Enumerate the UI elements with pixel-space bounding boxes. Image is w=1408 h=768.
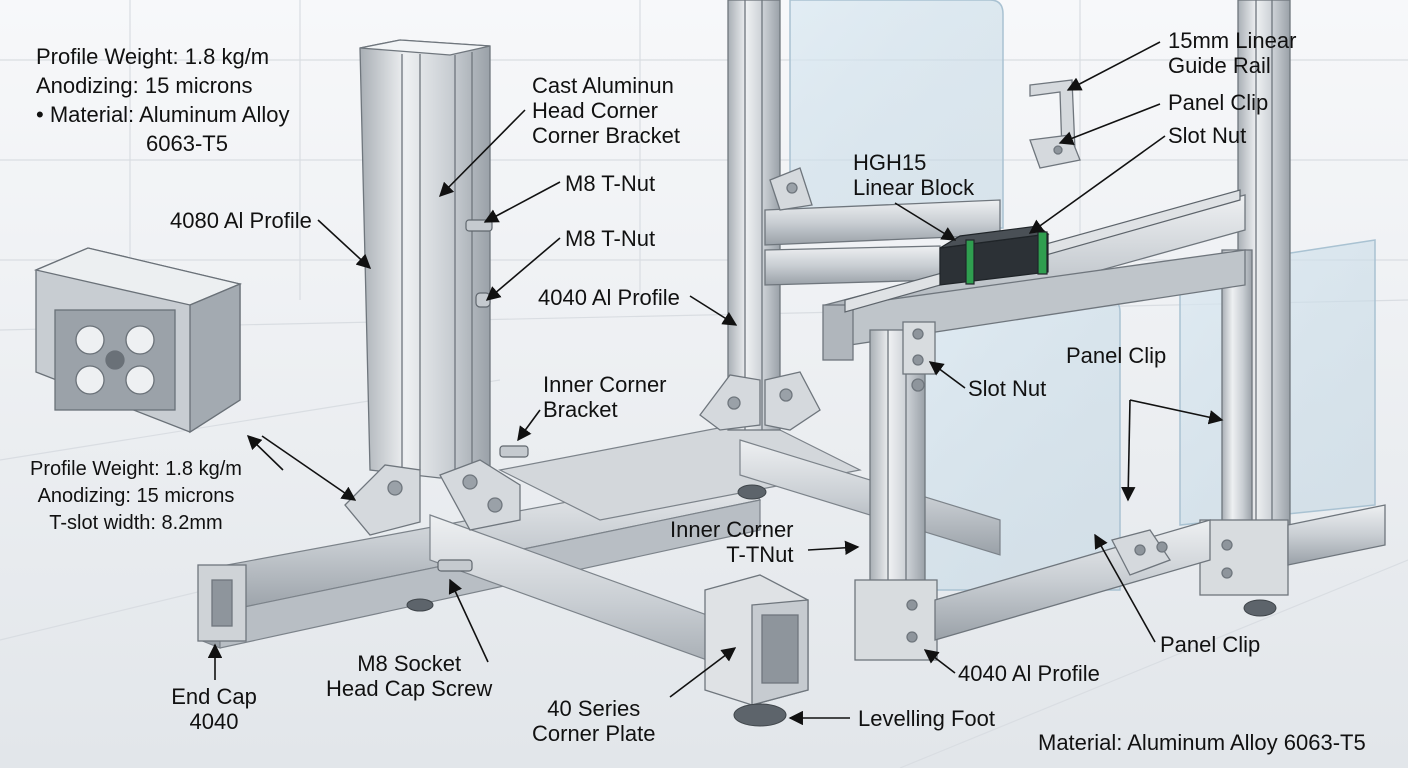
levelling-feet bbox=[406, 484, 1277, 727]
label-panel-clip-bottom: Panel Clip bbox=[1160, 632, 1261, 657]
spec-left-slot: T-slot width: 8.2mm bbox=[49, 512, 223, 534]
spec-top-material: • Material: Aluminum Alloy bbox=[36, 102, 290, 127]
floor-frame-left bbox=[199, 419, 1001, 691]
label-cast-bracket-line2: Head Corner bbox=[532, 98, 658, 123]
label-panel-clip-top: Panel Clip bbox=[1168, 90, 1269, 115]
linear-block bbox=[939, 225, 1050, 286]
post-right-front bbox=[854, 321, 938, 661]
post-4080 bbox=[359, 39, 491, 479]
label-hgh15-line1: HGH15 bbox=[853, 150, 927, 175]
label-socket-screw-line1: M8 Socket bbox=[357, 651, 462, 676]
label-inner-corner-bracket: Inner Corner Bracket bbox=[543, 372, 667, 422]
label-corner-plate-line2: Corner Plate bbox=[532, 721, 656, 746]
label-slot-nut-mid: Slot Nut bbox=[968, 376, 1047, 401]
label-inner-corner-tnut-line1: Inner Corner bbox=[670, 517, 794, 542]
label-4040-profile-mid: 4040 Al Profile bbox=[538, 285, 680, 310]
spec-top-anodizing: Anodizing: 15 microns bbox=[36, 73, 253, 98]
end-cap-shape bbox=[197, 564, 247, 642]
label-panel-clip-right: Panel Clip bbox=[1066, 343, 1167, 368]
label-4080-profile: 4080 Al Profile bbox=[170, 208, 312, 233]
label-cast-bracket-line1: Cast Aluminun bbox=[532, 73, 674, 98]
label-slot-nut-top: Slot Nut bbox=[1168, 123, 1247, 148]
label-guide-rail: 15mm Linear Guide Rail bbox=[1168, 28, 1296, 78]
spec-left-weight: Profile Weight: 1.8 kg/m bbox=[30, 458, 242, 480]
label-levelling-foot: Levelling Foot bbox=[858, 706, 995, 731]
label-socket-screw: M8 Socket Head Cap Screw bbox=[326, 651, 492, 701]
label-hgh15: HGH15 Linear Block bbox=[853, 150, 974, 200]
label-cast-bracket-line3: Corner Bracket bbox=[532, 123, 680, 148]
label-inner-corner-bracket-line2: Bracket bbox=[543, 397, 618, 422]
label-corner-plate-line1: 40 Series bbox=[547, 696, 641, 721]
posts-right bbox=[1199, 0, 1291, 596]
label-m8-tnut-b: M8 T-Nut bbox=[565, 226, 656, 251]
leader-lines bbox=[207, 41, 1224, 726]
label-inner-corner-tnut: Inner Corner T-TNut bbox=[670, 517, 794, 567]
label-end-cap: End Cap 4040 bbox=[168, 684, 260, 734]
label-inner-corner-bracket-line1: Inner Corner bbox=[543, 372, 667, 397]
label-material-footer: Material: Aluminum Alloy 6063-T5 bbox=[1038, 730, 1366, 755]
label-guide-rail-line1: 15mm Linear bbox=[1168, 28, 1297, 53]
label-4040-profile-bottom: 4040 Al Profile bbox=[958, 661, 1100, 686]
label-cast-bracket: Cast Aluminun Head Corner Corner Bracket bbox=[532, 73, 680, 148]
label-corner-plate: 40 Series Corner Plate bbox=[532, 696, 656, 746]
spec-left-anodizing: Anodizing: 15 microns bbox=[37, 485, 235, 507]
label-hgh15-line2: Linear Block bbox=[853, 175, 975, 200]
label-socket-screw-line2: Head Cap Screw bbox=[326, 676, 493, 701]
spec-top-weight: Profile Weight: 1.8 kg/m bbox=[36, 44, 270, 69]
spec-top-alloy: 6063-T5 bbox=[146, 131, 228, 156]
corner-brackets-lower bbox=[344, 459, 521, 536]
spec-block-left: Profile Weight: 1.8 kg/m Anodizing: 15 m… bbox=[30, 456, 242, 537]
spec-block-top: Profile Weight: 1.8 kg/m Anodizing: 15 m… bbox=[36, 42, 289, 158]
label-end-cap-line1: End Cap bbox=[171, 684, 257, 709]
corner-end-block bbox=[704, 574, 809, 706]
label-m8-tnut-a: M8 T-Nut bbox=[565, 171, 656, 196]
label-guide-rail-line2: Guide Rail bbox=[1168, 53, 1271, 78]
loose-bolts bbox=[437, 219, 529, 572]
label-end-cap-line2: 4040 bbox=[189, 709, 239, 734]
profile-cross-section bbox=[33, 247, 243, 434]
label-inner-corner-tnut-line2: T-TNut bbox=[726, 542, 794, 567]
floor-frame-right bbox=[934, 504, 1386, 641]
